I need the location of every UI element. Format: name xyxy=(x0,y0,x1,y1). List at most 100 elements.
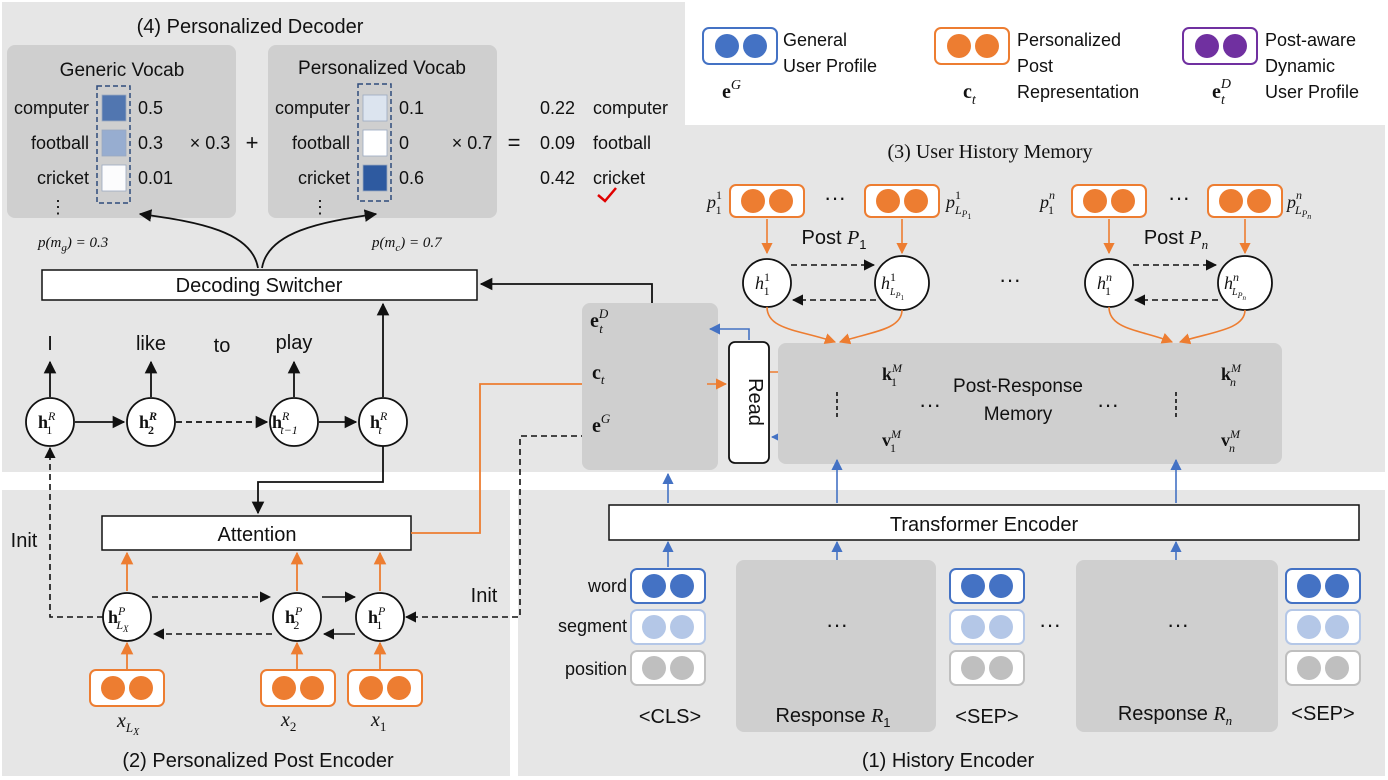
personalized-prob-3: 0.6 xyxy=(399,168,424,188)
post-encoder-panel-title: (2) Personalized Post Encoder xyxy=(122,750,394,772)
switcher-to-generic-arrow xyxy=(138,209,259,269)
output-word-4: play xyxy=(276,332,313,354)
personalized-weight: × 0.7 xyxy=(452,133,493,153)
personalized-word-1: computer xyxy=(275,98,350,118)
post-state-2 xyxy=(272,592,322,642)
init-right-label: Init xyxy=(471,585,498,607)
generic-word-2: football xyxy=(31,133,89,153)
sep-token-2: <SEP> xyxy=(1291,703,1354,725)
word-embedding-4 xyxy=(949,568,1025,604)
personalized-prob-1: 0.1 xyxy=(399,98,424,118)
svg-text:hP2: hP2 xyxy=(285,604,303,632)
attention-to-ct-arrow xyxy=(411,377,635,534)
position-embedding-7 xyxy=(1285,650,1361,686)
post-1-ellipsis: ··· xyxy=(824,185,846,210)
svg-text:h11: h11 xyxy=(755,270,770,298)
output-word-1: I xyxy=(47,333,53,355)
response-n-ellipsis: ··· xyxy=(1167,612,1189,637)
decoder-state-t-minus-1 xyxy=(269,397,319,447)
init-decoder-arrow xyxy=(44,446,103,618)
post-n-token-first xyxy=(1071,184,1147,218)
svg-text:hR1: hR1 xyxy=(38,409,56,437)
response-1-group xyxy=(736,560,936,732)
result-word-1: computer xyxy=(593,98,668,118)
generic-prob-cell-1 xyxy=(101,94,127,122)
post-response-memory xyxy=(778,343,1282,464)
result-word-2: football xyxy=(593,133,651,153)
position-embedding-4 xyxy=(949,650,1025,686)
post-n-token-last xyxy=(1207,184,1283,218)
attention-label: Attention xyxy=(218,524,297,546)
personalized-prob-cell-1 xyxy=(362,94,388,122)
equals-sign: = xyxy=(508,130,521,155)
output-word-2: like xyxy=(136,333,166,355)
posts-ellipsis: ··· xyxy=(999,267,1021,292)
init-left-label: Init xyxy=(11,530,38,552)
input-embedding-1 xyxy=(347,669,423,707)
decoder-to-attention-arrow xyxy=(251,446,384,515)
transformer-encoder-box xyxy=(608,504,1360,541)
read-label: Read xyxy=(744,378,766,426)
response-1-label: Response R1 xyxy=(775,705,890,730)
legend-personalized-label-2: Post xyxy=(1017,56,1053,76)
generic-prob-1: 0.5 xyxy=(138,98,163,118)
response-1-ellipsis: ··· xyxy=(826,612,848,637)
generic-prob-cell-3 xyxy=(101,164,127,192)
memory-ellipsis-2: ··· xyxy=(1097,392,1119,417)
personalized-prob-cell-2 xyxy=(362,129,388,157)
legend-personalized-label-1: Personalized xyxy=(1017,30,1121,50)
result-prob-1: 0.22 xyxy=(540,98,575,118)
result-word-3: cricket xyxy=(593,168,645,188)
generic-word-1: computer xyxy=(14,98,89,118)
personalized-ellipsis: ⋮ xyxy=(311,197,329,217)
legend-dynamic-label-3: User Profile xyxy=(1265,82,1359,102)
personalized-vocab-title: Personalized Vocab xyxy=(298,58,466,79)
decoder-state-1 xyxy=(25,397,75,447)
generic-vocab-vector xyxy=(96,85,131,204)
legend: General User Profile eG Personalized Pos… xyxy=(702,27,1359,108)
word-embedding-7 xyxy=(1285,568,1361,604)
memory-label-1: Post-Response xyxy=(953,376,1083,397)
legend-general-label-1: General xyxy=(783,30,847,50)
profile-group xyxy=(582,303,718,470)
read-box xyxy=(728,341,770,464)
switcher-to-personalized-arrow xyxy=(261,209,378,269)
segment-embedding-1 xyxy=(630,609,706,645)
result-prob-2: 0.09 xyxy=(540,133,575,153)
row-label-position: position xyxy=(565,659,627,679)
generic-vocab-title: Generic Vocab xyxy=(60,60,185,81)
vocab-cells: computer 0.5 computer 0.1 0.22 computer footba… xyxy=(14,94,668,217)
init-encoder-arrow xyxy=(404,435,637,623)
post-1-label: Post P1 xyxy=(801,227,866,252)
post-n-label: Post Pn xyxy=(1144,227,1208,252)
plus-sign: + xyxy=(246,130,259,155)
segment-embedding-7 xyxy=(1285,609,1361,645)
personalized-vocab-vector xyxy=(357,83,392,202)
svg-text:hP1: hP1 xyxy=(368,604,386,632)
sep-token-1: <SEP> xyxy=(955,706,1018,728)
legend-general-label-2: User Profile xyxy=(783,56,877,76)
generic-word-3: cricket xyxy=(37,168,89,188)
position-embedding-1 xyxy=(630,650,706,686)
responses-ellipsis: ··· xyxy=(1039,612,1061,637)
p-mg-label: p(mg) = 0.3 xyxy=(37,235,108,254)
transformer-encoder-label: Transformer Encoder xyxy=(890,514,1079,536)
word-embedding-1 xyxy=(630,568,706,604)
personalized-prob-cell-3 xyxy=(362,164,388,192)
legend-personalized-label-3: Representation xyxy=(1017,82,1139,102)
input-embedding-last xyxy=(89,669,165,707)
generic-weight: × 0.3 xyxy=(190,133,231,153)
segment-embedding-4 xyxy=(949,609,1025,645)
personalized-word-3: cricket xyxy=(298,168,350,188)
post-1-token-first xyxy=(729,184,805,218)
memory-ellipsis-1: ··· xyxy=(919,392,941,417)
generic-prob-3: 0.01 xyxy=(138,168,173,188)
legend-dynamic-label-2: Dynamic xyxy=(1265,56,1335,76)
output-word-3: to xyxy=(214,335,231,357)
